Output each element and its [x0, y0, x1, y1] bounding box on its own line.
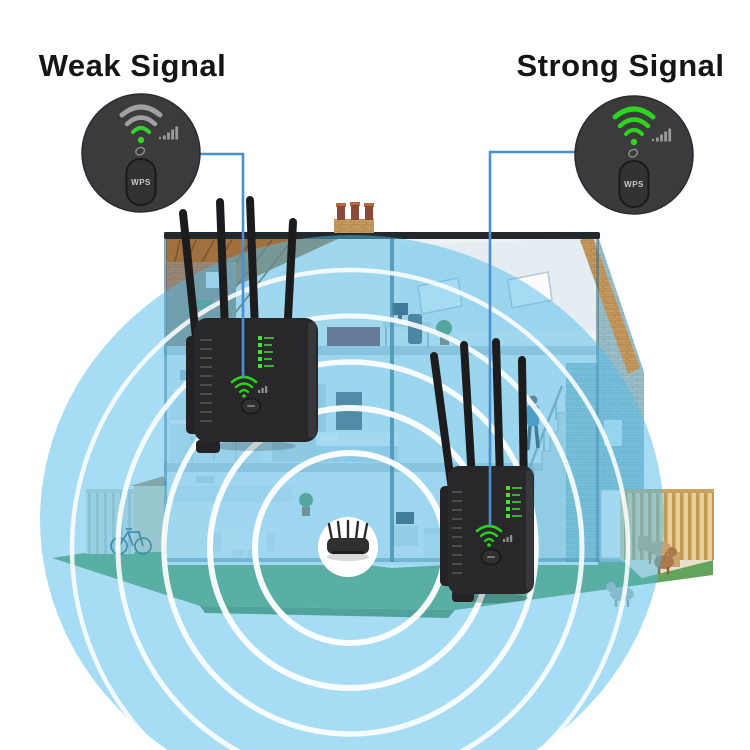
- signal-bars-icon: [651, 128, 672, 142]
- device-bars-icon: [258, 386, 268, 393]
- extender-shadow: [212, 441, 296, 451]
- signal-ring: [115, 313, 585, 750]
- strong-signal-label: Strong Signal: [516, 48, 725, 83]
- router-antennas: [327, 519, 369, 542]
- indicator-circle: [81, 93, 201, 213]
- wps-button-label: WPS: [624, 180, 644, 189]
- wifi-router: [327, 519, 369, 561]
- chimney: [334, 202, 374, 233]
- loop-icon: [135, 146, 146, 156]
- vent-slots: [452, 491, 462, 574]
- indicator-circle: [574, 95, 694, 215]
- led-status-column: [506, 486, 522, 518]
- device-bars-icon: [503, 535, 513, 542]
- connector-line-weak: [199, 152, 245, 378]
- wps-button-label: WPS: [131, 178, 151, 187]
- weak-signal-label: Weak Signal: [38, 48, 227, 83]
- loop-icon: [628, 148, 639, 158]
- device-wps-button-mark: [247, 405, 255, 407]
- wifi-signal-icon-weak: [119, 104, 163, 144]
- wifi-extender-left: [179, 196, 318, 453]
- wps-button: [125, 158, 157, 206]
- right-fence-rail: [620, 489, 714, 493]
- extender-antennas: [179, 196, 297, 342]
- wps-button: [618, 160, 650, 208]
- extender-body: [448, 466, 534, 594]
- router-badge: [318, 517, 378, 577]
- wifi-signal-icon-strong: [612, 106, 656, 146]
- signal-ring: [161, 359, 539, 737]
- extender-antennas: [430, 338, 528, 496]
- indicator-weak: WPS: [81, 93, 201, 213]
- router-base: [332, 551, 364, 554]
- vent-slots: [200, 339, 212, 422]
- extender-body-edge: [308, 322, 316, 438]
- router-body: [327, 538, 369, 554]
- led-status-column: [258, 336, 274, 368]
- connector-line-strong: [488, 150, 576, 526]
- extender-body: [194, 318, 318, 442]
- device-wps-button-mark: [487, 556, 495, 558]
- gable-brick-texture: [580, 234, 640, 374]
- signal-ring: [69, 267, 631, 750]
- wifi-extender-right: [430, 338, 534, 603]
- router-shadow: [327, 553, 369, 561]
- extender-body-edge: [526, 470, 533, 590]
- signal-bars-icon: [158, 126, 179, 140]
- extender-plug-tab: [196, 440, 220, 453]
- indicator-strong: WPS: [574, 95, 694, 215]
